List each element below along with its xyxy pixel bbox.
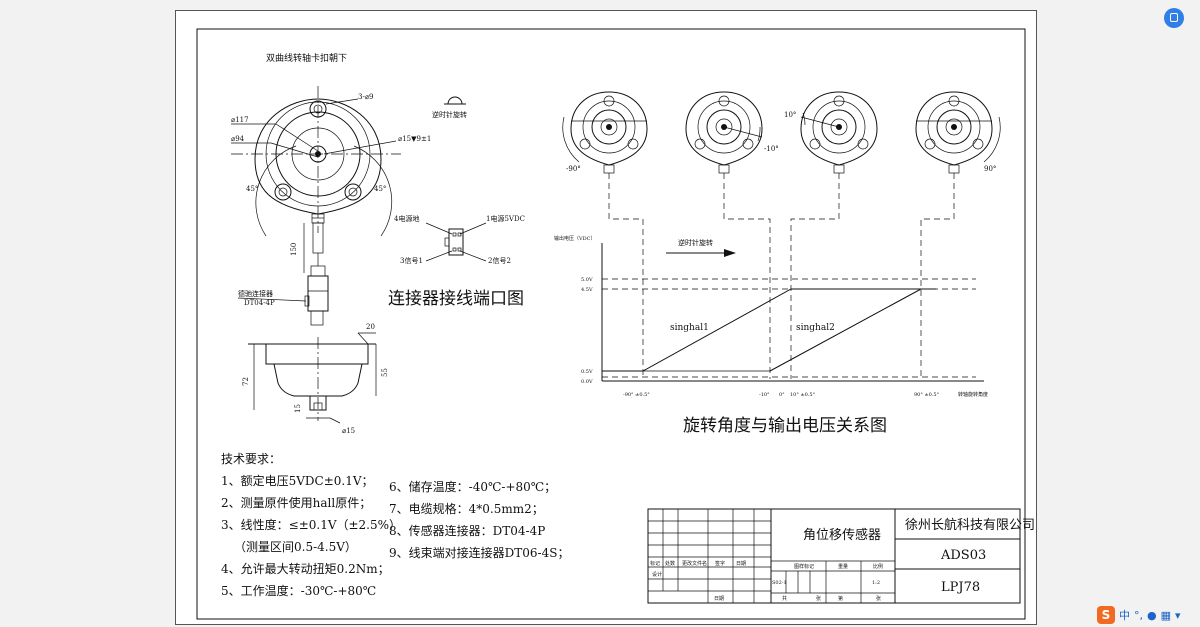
tb-riqi2: 日期 — [714, 596, 724, 602]
reader-icon — [1170, 13, 1178, 22]
pin-1-label: 1电源5VDC — [486, 214, 525, 223]
reader-mode-button[interactable] — [1164, 8, 1184, 28]
tb-zhongliang: 重量 — [838, 563, 848, 570]
connector-label: 德驰连接器 — [238, 289, 273, 298]
graph-x-title: 转轴旋转角度 — [958, 391, 988, 398]
tick-90: 90° ±0.5° — [914, 392, 940, 398]
dim-holes: 3-⌀9 — [358, 93, 374, 101]
ime-toolbar[interactable]: S 中 °, ● ▦ ▾ — [1097, 606, 1195, 624]
tech-r5: 5、工作温度：-30℃-+80℃ — [221, 583, 376, 598]
tech-r3: 3、线性度：≤±0.1V（±2.5%） — [221, 517, 401, 532]
ime-chinese-icon[interactable]: 中 — [1119, 609, 1130, 622]
tb-wenjian: 更改文件名 — [682, 560, 707, 567]
tb-zhang2: 张 — [876, 595, 881, 602]
engineering-drawing: 双曲线转轴卡扣朝下 3-⌀9 ⌀117 ⌀94 ⌀15▼9±1 45° 45° — [196, 28, 1035, 620]
tick-neg90: -90° ±0.5° — [623, 392, 650, 398]
rotation-note: 逆时针旋转 — [432, 110, 467, 119]
tick-neg10: -10° — [759, 392, 770, 398]
ime-keyboard-icon[interactable]: ▦ — [1160, 608, 1172, 622]
sensor-view-2 — [685, 91, 763, 174]
connector-title: 连接器接线端口图 — [388, 289, 524, 309]
ime-punctuation-icon[interactable]: °, — [1134, 608, 1143, 622]
tech-r3b: （测量区间0.5-4.5V） — [234, 540, 357, 554]
sensor-view-1 — [562, 91, 648, 174]
dim-d117: ⌀117 — [231, 116, 249, 124]
tb-di: 第 — [838, 595, 843, 602]
tb-sheji: 设计 — [652, 571, 662, 578]
tb-biaoji: 标记 — [650, 560, 660, 567]
view-angle-90: 90° — [984, 165, 996, 173]
tb-riqi: 日期 — [736, 561, 746, 567]
connector-model: DT04-4P — [244, 299, 275, 307]
voltage-angle-graph: 输出电压（VDC） 逆时针旋转 5.0V 4.5V 0.5V 0.0V sing… — [554, 235, 988, 436]
view-angle-neg90: -90° — [566, 165, 581, 173]
tech-requirements: 技术要求： 1、额定电压5VDC±0.1V； 2、测量原件使用hall原件； 3… — [221, 452, 569, 598]
tb-bili: 比例 — [873, 563, 883, 570]
dim-h20: 20 — [366, 323, 375, 331]
title-block: 角位移传感器 徐州长航科技有限公司 ADS03 LPJ78 标记 处数 更改文件… — [647, 508, 1035, 604]
graph-title: 旋转角度与输出电压关系图 — [683, 416, 887, 436]
dim-d94: ⌀94 — [231, 135, 245, 143]
pin-4-label: 4电源地 — [394, 214, 419, 223]
dim-d15: ⌀15 — [342, 427, 355, 435]
inner-frame — [196, 28, 1026, 620]
pin-3-label: 3信号1 — [400, 256, 423, 265]
signal-2-line — [769, 288, 936, 372]
tb-gong: 共 — [782, 595, 787, 602]
drawing-sheet: 双曲线转轴卡扣朝下 3-⌀9 ⌀117 ⌀94 ⌀15▼9±1 45° 45° — [175, 10, 1037, 625]
top-note: 双曲线转轴卡扣朝下 — [266, 52, 347, 64]
tb-jieduan: 图样标记 — [794, 563, 814, 570]
drawing-code-2: LPJ78 — [941, 580, 980, 595]
ime-skin-icon[interactable]: ▾ — [1175, 608, 1181, 622]
view-angle-neg10: -10° — [764, 145, 779, 153]
tech-r9: 9、线束端对接连接器DT06-4S； — [389, 545, 569, 560]
series-1-label: singhal1 — [670, 323, 709, 333]
tick-0: 0° — [779, 392, 785, 398]
front-view: 双曲线转轴卡扣朝下 3-⌀9 ⌀117 ⌀94 ⌀15▼9±1 45° 45° — [231, 52, 431, 326]
graph-y-title: 输出电压（VDC） — [554, 235, 595, 242]
rotation-symbol: 逆时针旋转 — [432, 96, 467, 119]
tb-stage: S02-1 — [772, 580, 787, 586]
tech-r6: 6、储存温度：-40℃-+80℃； — [389, 479, 556, 494]
product-name: 角位移传感器 — [803, 527, 881, 543]
graph-direction: 逆时针旋转 — [678, 238, 713, 247]
dim-h55: 55 — [381, 368, 389, 377]
tech-r7: 7、电缆规格：4*0.5mm2； — [389, 501, 544, 516]
tech-r4: 4、允许最大转动扭矩0.2Nm； — [221, 561, 390, 576]
dim-bore: ⌀15▼9±1 — [398, 135, 431, 143]
ime-mic-icon[interactable]: ● — [1147, 608, 1157, 622]
company-name: 徐州长航科技有限公司 — [905, 517, 1035, 533]
sensor-view-3 — [800, 91, 878, 174]
tick-5v: 5.0V — [581, 277, 593, 283]
side-view: 20 72 55 15 ⌀15 — [242, 323, 389, 435]
tech-heading: 技术要求： — [221, 452, 281, 466]
view-angle-10: 10° — [784, 111, 796, 119]
drawing-code-1: ADS03 — [940, 548, 986, 563]
dim-h15: 15 — [294, 404, 302, 413]
tb-qianzi: 签字 — [715, 560, 725, 567]
tick-05v: 0.5V — [581, 369, 593, 375]
series-2-label: singhal2 — [796, 323, 835, 333]
projection-lines — [608, 173, 955, 379]
dim-cable: 150 — [290, 243, 298, 256]
tick-0v: 0.0V — [581, 379, 593, 385]
tb-zhang: 张 — [816, 595, 821, 602]
tb-scale: 1:2 — [872, 580, 880, 586]
sensor-view-4 — [915, 91, 1001, 174]
ime-logo-icon[interactable]: S — [1097, 606, 1115, 624]
signal-1-line — [602, 288, 921, 372]
dim-angle-right: 45° — [374, 185, 386, 193]
tech-r8: 8、传感器连接器：DT04-4P — [389, 523, 545, 538]
tb-chushu: 处数 — [665, 560, 675, 567]
tick-10: 10° ±0.5° — [790, 392, 816, 398]
dim-angle-left: 45° — [246, 185, 258, 193]
pin-2-label: 2信号2 — [488, 256, 511, 265]
tick-45v: 4.5V — [581, 287, 593, 293]
dim-h72: 72 — [242, 377, 250, 386]
tech-r1: 1、额定电压5VDC±0.1V； — [221, 473, 374, 488]
connector-pin-diagram: 4电源地 1电源5VDC 3信号1 2信号2 连接器接线端口图 — [388, 214, 525, 309]
tech-r2: 2、测量原件使用hall原件； — [221, 495, 371, 510]
